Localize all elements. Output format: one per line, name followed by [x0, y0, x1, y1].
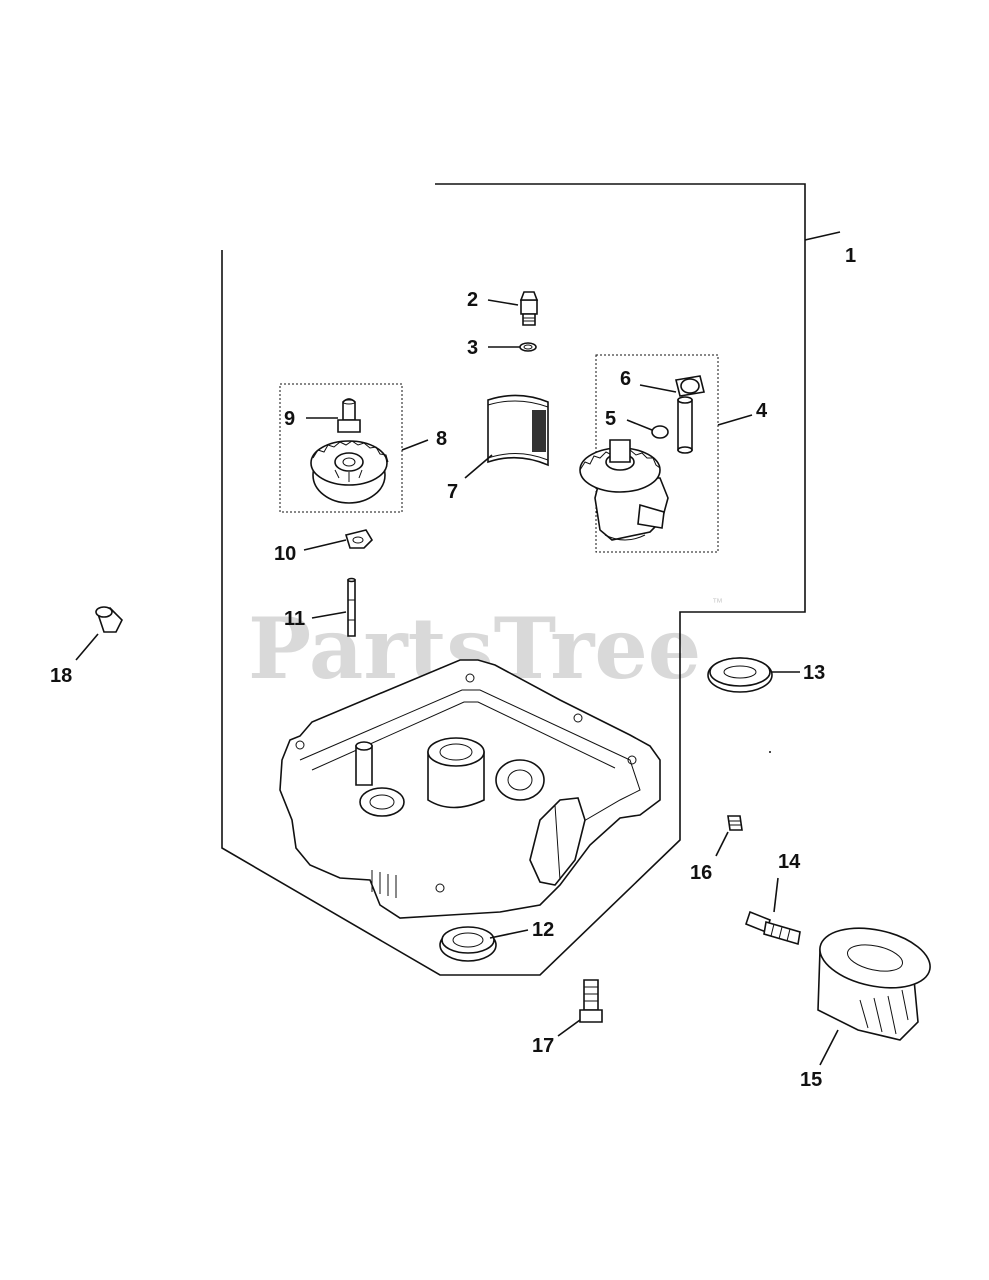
callout-16[interactable]: 16	[690, 862, 712, 884]
callout-13[interactable]: 13	[803, 662, 825, 684]
part-13-shim[interactable]	[707, 657, 773, 693]
part-9-regulating-pin[interactable]	[337, 398, 361, 433]
callout-10[interactable]: 10	[274, 543, 296, 565]
callout-4[interactable]: 4	[756, 400, 768, 422]
callout-8[interactable]: 8	[436, 428, 447, 450]
oil-pan-casting	[279, 659, 661, 919]
subassembly-box-4	[595, 354, 719, 553]
callout-14[interactable]: 14	[778, 851, 801, 873]
callout-17[interactable]: 17	[532, 1035, 554, 1057]
part-3-washer[interactable]	[519, 342, 537, 352]
callout-1[interactable]: 1	[845, 245, 856, 267]
part-10-thrust-washer[interactable]	[344, 529, 374, 549]
part-18-drain-plug[interactable]	[95, 606, 123, 633]
part-15-oil-filter[interactable]	[814, 919, 935, 1041]
leader-10	[303, 539, 347, 551]
part-11-shaft[interactable]	[347, 577, 356, 637]
callout-15[interactable]: 15	[800, 1069, 822, 1091]
leader-18	[75, 633, 99, 661]
part-7-bearing[interactable]	[487, 394, 549, 467]
callout-12[interactable]: 12	[532, 919, 554, 941]
part-5-o-ring[interactable]	[651, 425, 669, 439]
leader-1	[804, 231, 841, 241]
leader-12	[489, 929, 529, 939]
leader-14	[773, 877, 779, 913]
part-8-governor-gear[interactable]	[310, 440, 389, 504]
leader-16	[715, 831, 729, 857]
callout-7[interactable]: 7	[447, 481, 458, 503]
leader-15	[819, 1029, 839, 1066]
leader-5	[626, 419, 653, 431]
callout-6[interactable]: 6	[620, 368, 631, 390]
watermark-trademark: ™	[712, 597, 723, 609]
callout-labels: 1 2 3 4 5 6 7 8 9 10 11 12 13 14 15 16 1…	[50, 245, 856, 1091]
callout-18[interactable]: 18	[50, 665, 72, 687]
part-2-plug[interactable]	[519, 291, 539, 326]
part-16-plug-small[interactable]	[727, 815, 743, 831]
leader-7	[464, 454, 493, 479]
leader-lines	[75, 231, 841, 1066]
callout-9[interactable]: 9	[284, 408, 295, 430]
callout-2[interactable]: 2	[467, 289, 478, 311]
leader-6	[639, 384, 677, 393]
leader-11	[311, 611, 347, 619]
leader-4	[717, 414, 753, 426]
assembly-boundary-1	[221, 183, 806, 976]
part-4-oil-pump[interactable]	[579, 439, 669, 541]
subassembly-box-8	[279, 383, 403, 513]
callout-11[interactable]: 11	[284, 608, 305, 630]
leader-8	[401, 439, 429, 451]
stray-dot	[769, 751, 771, 753]
part-14-nipple[interactable]	[745, 910, 801, 946]
leader-17	[557, 1019, 581, 1037]
callout-3[interactable]: 3	[467, 337, 478, 359]
part-17-screw[interactable]	[579, 979, 603, 1023]
part-6-pickup[interactable]	[675, 375, 705, 454]
callout-5[interactable]: 5	[605, 408, 616, 430]
leader-2	[487, 299, 519, 306]
part-12-oil-seal[interactable]	[439, 926, 497, 962]
